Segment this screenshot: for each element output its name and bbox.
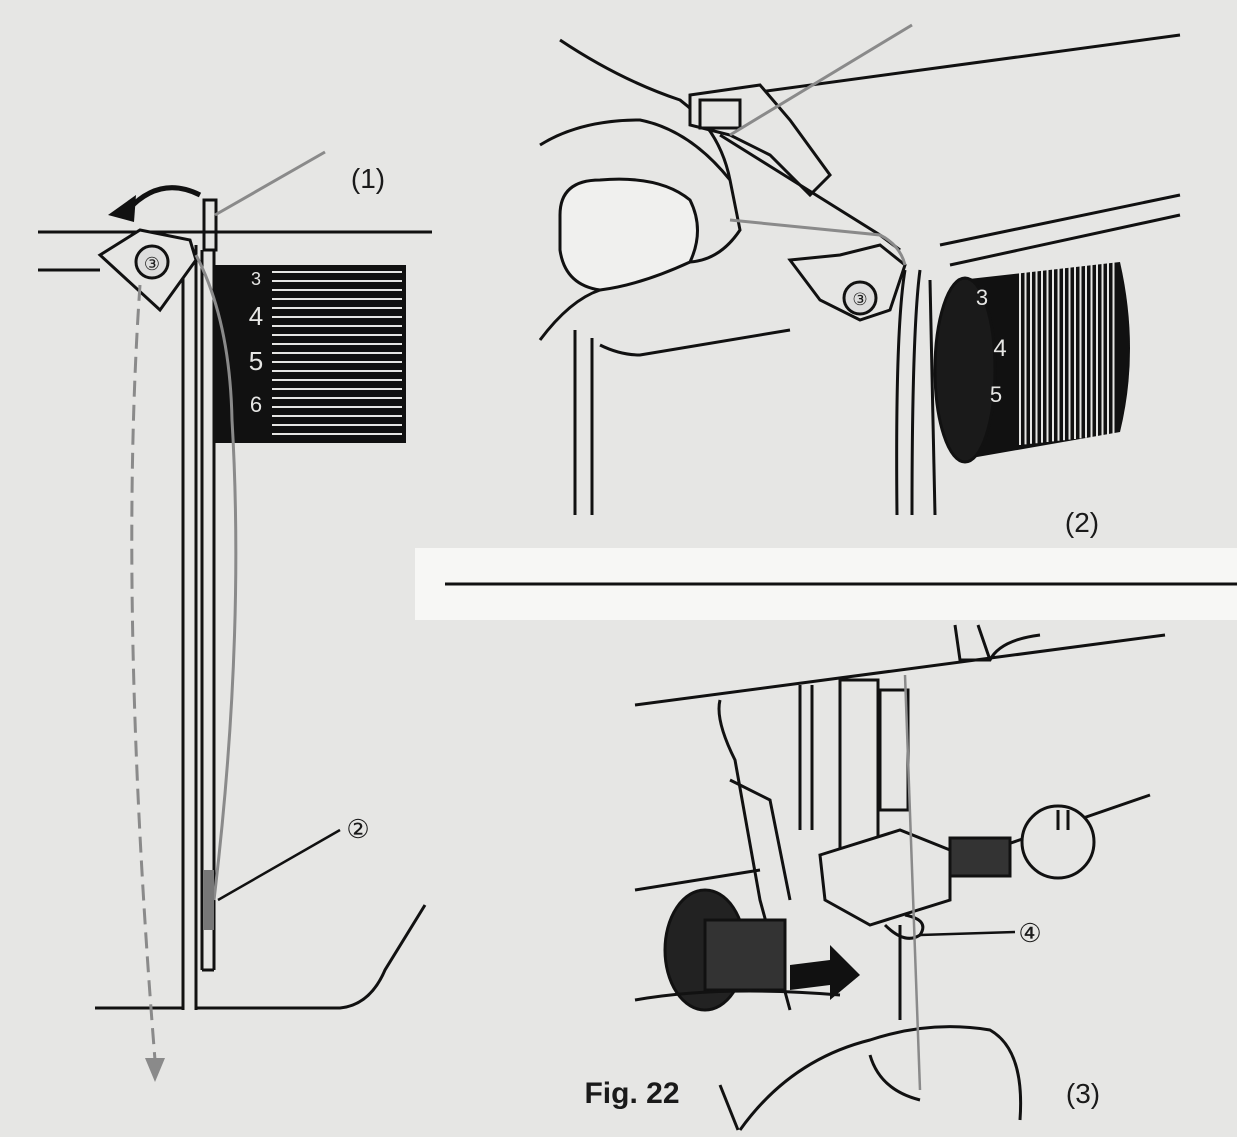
clamp-screw	[948, 836, 1012, 878]
machine-side-edge	[573, 330, 594, 515]
machine-front-curve	[599, 328, 791, 357]
machine-top-back-edge	[699, 33, 1181, 102]
panel-3-needle-area	[634, 624, 1166, 1131]
screw-slot	[1056, 810, 1070, 830]
callout-4: ④	[919, 918, 1042, 948]
thread-upper	[214, 150, 326, 217]
panel-3-label: (3)	[1066, 1078, 1100, 1109]
panel-2-label: (2)	[1065, 507, 1099, 538]
panel-1-label: (1)	[351, 163, 385, 194]
fabric-edge	[634, 989, 841, 1002]
dial-left-num-2: 5	[249, 346, 263, 376]
down-arrow-icon	[145, 1058, 165, 1082]
panel-3-thread	[903, 674, 922, 1091]
dial-left-num-3: 6	[250, 392, 262, 417]
screw-icon	[134, 244, 170, 280]
guide-slot	[698, 98, 742, 130]
thumb-icon	[558, 177, 699, 292]
thread-loop	[194, 254, 238, 901]
thread-through-guide	[729, 218, 907, 266]
dial-right-num-2: 5	[990, 382, 1002, 407]
screw-icon-2	[842, 280, 878, 316]
push-arrow-icon	[790, 945, 860, 1000]
panel-1-tension-dial: 3 4 5 6	[214, 265, 406, 443]
panel-1-tension-bracket: ③	[97, 228, 198, 313]
finger-upper	[539, 118, 732, 181]
dial-left-num-0: 3	[251, 269, 261, 289]
callout-2-label: ②	[346, 814, 369, 844]
figure-caption: Fig. 22	[584, 1077, 679, 1110]
panel-2-tension-dial: 3 4 5	[933, 261, 1130, 464]
panel-2-threading-perspective	[538, 33, 1181, 516]
panel-2-thread	[729, 23, 913, 266]
callout-3-left: ③	[144, 254, 160, 274]
housing-inner	[928, 279, 937, 516]
machine-bed-edge	[95, 904, 427, 1010]
thread-dashed-path	[130, 284, 157, 1061]
dial-right-num-1: 4	[993, 335, 1006, 362]
callout-2: ②	[217, 814, 370, 902]
needle-clamp-block	[818, 828, 952, 927]
presser-foot-body	[729, 778, 792, 901]
thread-tail	[718, 1084, 740, 1131]
thread-guide-post	[202, 198, 218, 252]
top-clamp	[953, 624, 1041, 662]
machine-underside-edge	[634, 633, 1166, 707]
needle-clamp-back	[878, 688, 910, 812]
dial-ridges-2	[1019, 261, 1115, 445]
presser-lever	[717, 699, 792, 1011]
dial-left-num-1: 4	[249, 301, 263, 331]
housing-front-edge	[895, 269, 922, 516]
machine-mid-edge-2	[949, 213, 1181, 267]
callout-3-right: ③	[852, 290, 867, 309]
panel-1-thread	[130, 150, 326, 1061]
rotate-arrow-icon	[108, 185, 202, 222]
dial-ridges	[272, 271, 402, 435]
bed-back-edge	[634, 868, 761, 892]
stitch-knob-body	[703, 918, 787, 992]
clamp-thumb-screw-icon	[1020, 804, 1096, 880]
callout-4-label: ④	[1018, 918, 1041, 948]
thread-take-up-slot	[204, 870, 214, 930]
hand-fold	[868, 1054, 921, 1102]
thread-top	[729, 23, 913, 137]
dial-right-num-0: 3	[976, 285, 988, 310]
machine-mid-edge	[939, 193, 1181, 247]
